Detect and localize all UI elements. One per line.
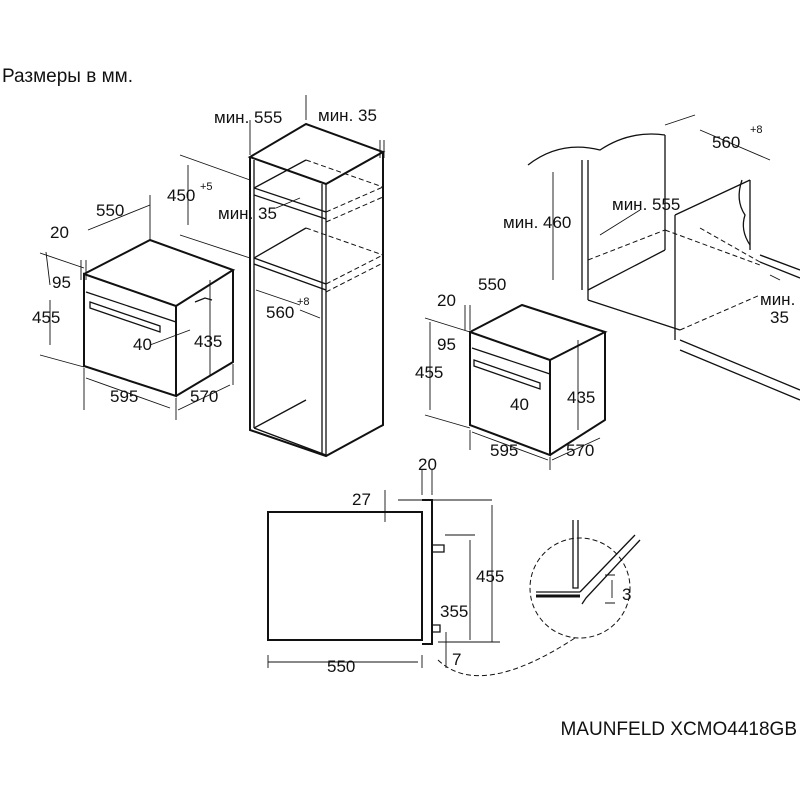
niche-min-height-label: мин. 460 xyxy=(503,213,571,232)
detail-gap-label: 3 xyxy=(622,585,631,604)
oven2-body-height-label: 435 xyxy=(567,388,595,407)
cabinet-vent-label: мин. 35 xyxy=(218,204,277,223)
niche-width-tolerance: +8 xyxy=(297,296,310,308)
niche2-width-tolerance: +8 xyxy=(750,124,763,136)
niche2-back-gap-label: мин. xyxy=(760,290,795,309)
oven-height-label: 455 xyxy=(32,308,60,327)
door-gap-label: 40 xyxy=(133,335,152,354)
page-title: Размеры в мм. xyxy=(2,66,133,87)
oven2-control-panel-label: 95 xyxy=(437,335,456,354)
oven-depth-label: 550 xyxy=(96,201,124,220)
side-height-label: 455 xyxy=(476,567,504,586)
oven2-width-label: 595 xyxy=(490,441,518,460)
tall-cabinet-drawing xyxy=(179,95,386,458)
body-depth-label: 570 xyxy=(190,387,218,406)
body-height-label: 435 xyxy=(194,332,222,351)
niche-width-label: 560 xyxy=(266,303,294,322)
front-panel-label: 20 xyxy=(50,223,69,242)
oven2-body-depth-label: 570 xyxy=(566,441,594,460)
control-panel-label: 95 xyxy=(52,273,71,292)
oven2-depth-label: 550 xyxy=(478,275,506,294)
oven-right-drawing xyxy=(424,303,608,470)
niche-height-label: 450 xyxy=(167,186,195,205)
model-name: MAUNFELD XCMO4418GB xyxy=(560,719,797,740)
cabinet-back-gap-label: мин. 35 xyxy=(318,106,377,125)
side-top-offset-label: 27 xyxy=(352,490,371,509)
cabinet-min-depth-label: мин. 555 xyxy=(214,108,282,127)
oven-left-drawing xyxy=(39,195,236,420)
oven2-height-label: 455 xyxy=(415,363,443,382)
oven-width-label: 595 xyxy=(110,387,138,406)
niche2-width-label: 560 xyxy=(712,133,740,152)
side-depth-label: 550 xyxy=(327,657,355,676)
oven2-front-panel-label: 20 xyxy=(437,291,456,310)
side-bottom-offset-label: 7 xyxy=(452,650,461,669)
under-counter-niche-drawing xyxy=(527,114,800,401)
side-door-height-label: 355 xyxy=(440,602,468,621)
niche-height-tolerance: +5 xyxy=(200,181,213,193)
detail-callout xyxy=(437,520,641,677)
oven2-door-gap-label: 40 xyxy=(510,395,529,414)
side-view-drawing xyxy=(267,470,500,668)
side-front-panel-label: 20 xyxy=(418,455,437,474)
niche2-back-gap-value: 35 xyxy=(770,308,789,327)
niche-min-depth-line1: мин. 555 xyxy=(612,195,680,214)
